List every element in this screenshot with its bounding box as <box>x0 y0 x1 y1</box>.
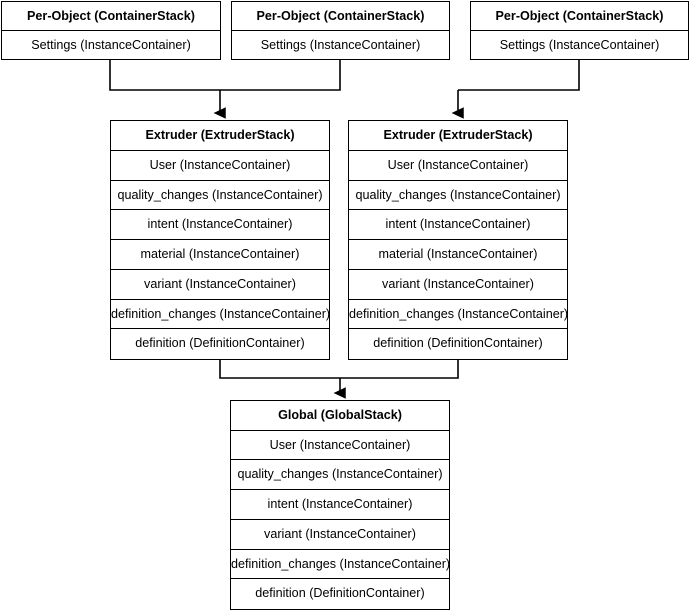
node-row[interactable]: Settings (InstanceContainer) <box>471 30 688 59</box>
node-row[interactable]: definition_changes (InstanceContainer) <box>111 299 329 330</box>
edge-po3-to-extruder2 <box>458 60 580 91</box>
node-row[interactable]: Settings (InstanceContainer) <box>2 30 220 59</box>
edge-po1-to-extruder1 <box>109 60 220 91</box>
node-row[interactable]: material (InstanceContainer) <box>349 240 567 270</box>
node-row[interactable]: definition (DefinitionContainer) <box>231 579 449 610</box>
edge-extruder2-to-global <box>340 360 459 379</box>
node-row[interactable]: definition_changes (InstanceContainer) <box>349 299 567 330</box>
node-row[interactable]: definition (DefinitionContainer) <box>349 329 567 359</box>
node-row[interactable]: material (InstanceContainer) <box>111 240 329 270</box>
node-title-extruder-2: Extruder (ExtruderStack) <box>349 121 567 151</box>
node-extruder-2[interactable]: Extruder (ExtruderStack)User (InstanceCo… <box>348 120 568 360</box>
node-row[interactable]: intent (InstanceContainer) <box>111 210 329 240</box>
edge-po2-to-extruder1 <box>220 60 341 91</box>
node-row[interactable]: quality_changes (InstanceContainer) <box>111 180 329 211</box>
node-global-stack[interactable]: Global (GlobalStack)User (InstanceContai… <box>230 400 450 610</box>
node-row[interactable]: User (InstanceContainer) <box>231 430 449 461</box>
node-per-object-1[interactable]: Per-Object (ContainerStack)Settings (Ins… <box>1 1 221 60</box>
node-per-object-2[interactable]: Per-Object (ContainerStack)Settings (Ins… <box>231 1 450 60</box>
node-row[interactable]: quality_changes (InstanceContainer) <box>349 180 567 211</box>
node-row[interactable]: quality_changes (InstanceContainer) <box>231 460 449 491</box>
node-row[interactable]: User (InstanceContainer) <box>349 150 567 181</box>
node-row[interactable]: variant (InstanceContainer) <box>111 269 329 300</box>
edge-extruder1-to-global <box>219 360 340 379</box>
node-per-object-3[interactable]: Per-Object (ContainerStack)Settings (Ins… <box>470 1 689 60</box>
node-extruder-1[interactable]: Extruder (ExtruderStack)User (InstanceCo… <box>110 120 330 360</box>
node-row[interactable]: variant (InstanceContainer) <box>349 269 567 300</box>
node-row[interactable]: User (InstanceContainer) <box>111 150 329 181</box>
node-row[interactable]: definition_changes (InstanceContainer) <box>231 549 449 580</box>
node-row[interactable]: intent (InstanceContainer) <box>349 210 567 240</box>
node-row[interactable]: definition (DefinitionContainer) <box>111 329 329 359</box>
node-title-per-object-3: Per-Object (ContainerStack) <box>471 2 688 31</box>
node-title-global-stack: Global (GlobalStack) <box>231 401 449 431</box>
node-title-per-object-2: Per-Object (ContainerStack) <box>232 2 449 31</box>
node-row[interactable]: intent (InstanceContainer) <box>231 490 449 520</box>
node-row[interactable]: Settings (InstanceContainer) <box>232 30 449 59</box>
node-title-per-object-1: Per-Object (ContainerStack) <box>2 2 220 31</box>
node-title-extruder-1: Extruder (ExtruderStack) <box>111 121 329 151</box>
node-row[interactable]: variant (InstanceContainer) <box>231 519 449 550</box>
